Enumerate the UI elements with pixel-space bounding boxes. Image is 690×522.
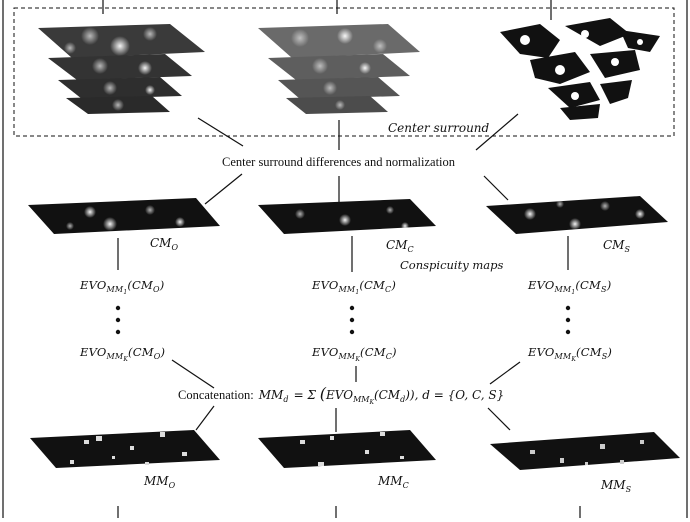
evo-last-c: EVOMMK(CMC)	[312, 345, 397, 363]
pyramid-intensity-level-2	[48, 54, 192, 80]
mm-label-s: MMS	[601, 478, 632, 494]
mm-map-o	[30, 430, 220, 468]
evo-last-s: EVOMMK(CMS)	[528, 345, 613, 363]
center-surround-box-label: Center surround	[388, 121, 490, 135]
conspicuity-map-c	[258, 199, 436, 234]
conspicuity-map-s	[486, 196, 668, 234]
ellipsis-dots	[115, 305, 571, 335]
concatenation-set: , d = {O, C, S}	[414, 388, 505, 402]
mm-map-c	[258, 430, 436, 468]
cm-label-c: CMC	[386, 238, 414, 254]
concatenation-lhs: MMd	[258, 388, 289, 404]
evo-first-o: EVOMM1(CMO)	[80, 278, 165, 296]
pyramid-intensity-level-3	[58, 77, 182, 99]
pyramid-intensity	[38, 24, 205, 114]
center-surround-differences-label: Center surround differences and normaliz…	[222, 155, 456, 169]
mm-map-s	[490, 432, 680, 470]
cm-label-s: CMS	[603, 238, 630, 254]
center-surround-box	[13, 7, 675, 137]
evo-last-o: EVOMMK(CMO)	[80, 345, 166, 363]
pyramid-color	[258, 24, 420, 114]
evo-first-s: EVOMM1(CMS)	[528, 278, 612, 296]
concatenation-sum: = Σ (EVOMMK(CMd))	[293, 384, 415, 406]
mm-label-o: MMO	[144, 474, 176, 490]
conspicuity-maps-label: Conspicuity maps	[400, 258, 504, 272]
pyramid-color-level-3	[278, 77, 400, 99]
mm-label-c: MMC	[378, 474, 409, 490]
cm-label-o: CMO	[150, 236, 179, 252]
evo-first-c: EVOMM1(CMC)	[312, 278, 397, 296]
conspicuity-map-o	[28, 198, 220, 234]
concatenation-formula: Concatenation: MMd = Σ (EVOMMK(CMd)), d …	[178, 384, 504, 406]
pyramid-color-level-2	[268, 54, 410, 80]
pyramid-saliency	[485, 18, 665, 122]
concatenation-prefix: Concatenation:	[178, 388, 254, 402]
